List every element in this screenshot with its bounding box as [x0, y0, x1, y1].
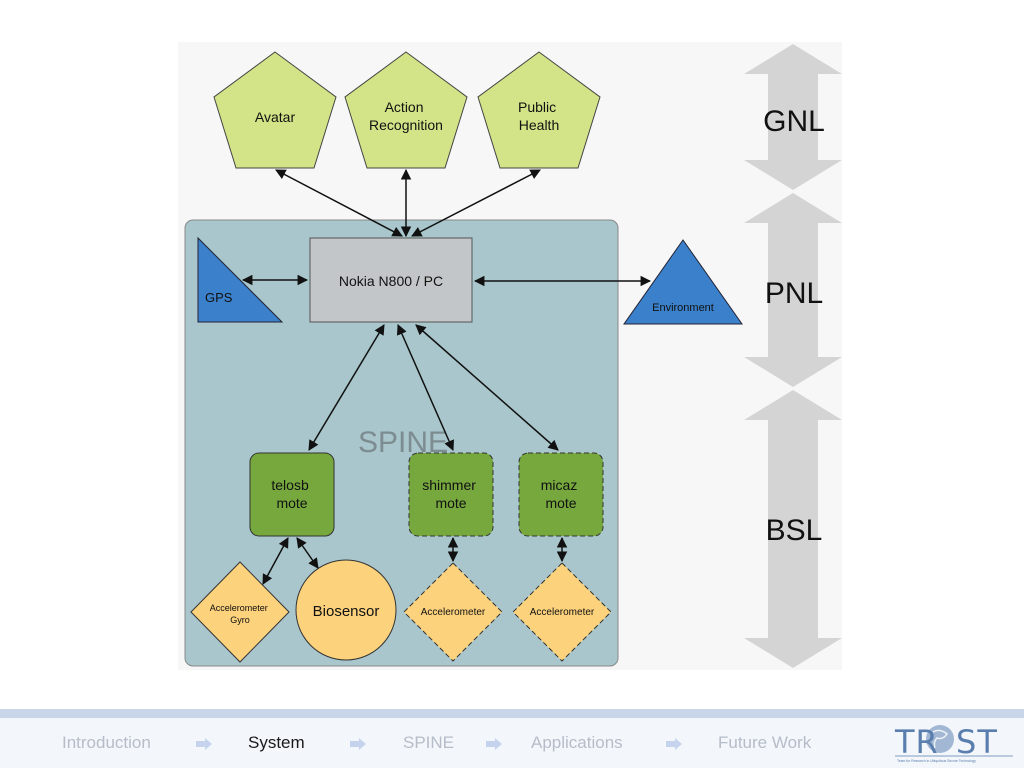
sensor-shimmer-accelerometer-label: Accelerometer — [421, 607, 486, 618]
sensor-micaz-accelerometer-label: Accelerometer — [530, 607, 595, 618]
nav-applications[interactable]: Applications — [531, 733, 623, 752]
connector-avatar-hub — [275, 169, 403, 237]
mote-shimmer-label: shimmer mote — [422, 477, 480, 511]
mote-micaz-label: micaz mote — [541, 477, 581, 511]
nav-system[interactable]: System — [248, 733, 305, 752]
app-public-health-pentagon — [477, 51, 601, 169]
layer-label-bsl: BSL — [766, 514, 823, 547]
app-action-recognition-label: Action Recognition — [369, 99, 443, 133]
mote-telosb — [249, 452, 335, 537]
sensor-biosensor-label: Biosensor — [313, 603, 380, 620]
trust-logo: TR ST Team for Research in Ubiquitous Se… — [894, 723, 1013, 763]
logo-tagline: Team for Research in Ubiquitous Secure T… — [897, 759, 976, 763]
gps-label: GPS — [205, 290, 233, 305]
mote-micaz — [518, 452, 604, 537]
app-avatar-pentagon — [213, 51, 337, 169]
nav-arrow-icon — [486, 738, 502, 750]
nav-future-work[interactable]: Future Work — [718, 733, 812, 752]
connectors — [241, 168, 652, 585]
nav-spine[interactable]: SPINE — [403, 733, 455, 752]
environment-label: Environment — [652, 302, 714, 314]
connector-health-hub — [411, 169, 541, 237]
nav-arrow-icon — [666, 738, 682, 750]
app-public-health-label: Public Health — [518, 99, 560, 133]
layer-arrow-pnl — [744, 193, 842, 387]
svg-text:TR: TR — [894, 723, 939, 761]
layer-label-pnl: PNL — [765, 277, 823, 310]
app-avatar-label: Avatar — [255, 109, 296, 125]
footer-accent-bar — [0, 709, 1024, 718]
sensor-micaz-accelerometer-diamond — [512, 562, 612, 662]
hub-nokia-pc — [309, 237, 473, 323]
nav-arrow-icon — [196, 738, 212, 750]
sensor-shimmer-accelerometer-diamond — [403, 562, 503, 662]
connector-hub-micaz — [415, 324, 559, 451]
nav-arrow-icon — [350, 738, 366, 750]
sensor-biosensor-circle — [295, 559, 397, 661]
sensor-accel-gyro-label: Accelerometer Gyro — [210, 603, 271, 625]
nav-introduction[interactable]: Introduction — [62, 733, 151, 752]
layer-arrow-gnl — [744, 44, 842, 190]
spine-architecture-diagram: SPINE GNL PNL BSL Avatar Action Recognit… — [184, 44, 842, 668]
gps-triangle — [197, 236, 284, 323]
sensor-accel-gyro-diamond — [190, 561, 290, 663]
hub-label: Nokia N800 / PC — [339, 273, 443, 289]
environment-triangle — [623, 239, 743, 325]
mote-shimmer — [408, 452, 494, 537]
connector-hub-telosb — [308, 324, 385, 451]
mote-telosb-label: telosb mote — [271, 477, 312, 511]
app-action-recognition-pentagon — [344, 51, 468, 169]
footer-nav — [0, 718, 1024, 768]
connector-telosb-biosensor — [296, 537, 319, 569]
layer-label-gnl: GNL — [763, 105, 825, 138]
svg-text:ST: ST — [956, 723, 998, 761]
layer-arrow-bsl — [744, 390, 842, 668]
connector-telosb-accel-gyro — [262, 537, 289, 585]
